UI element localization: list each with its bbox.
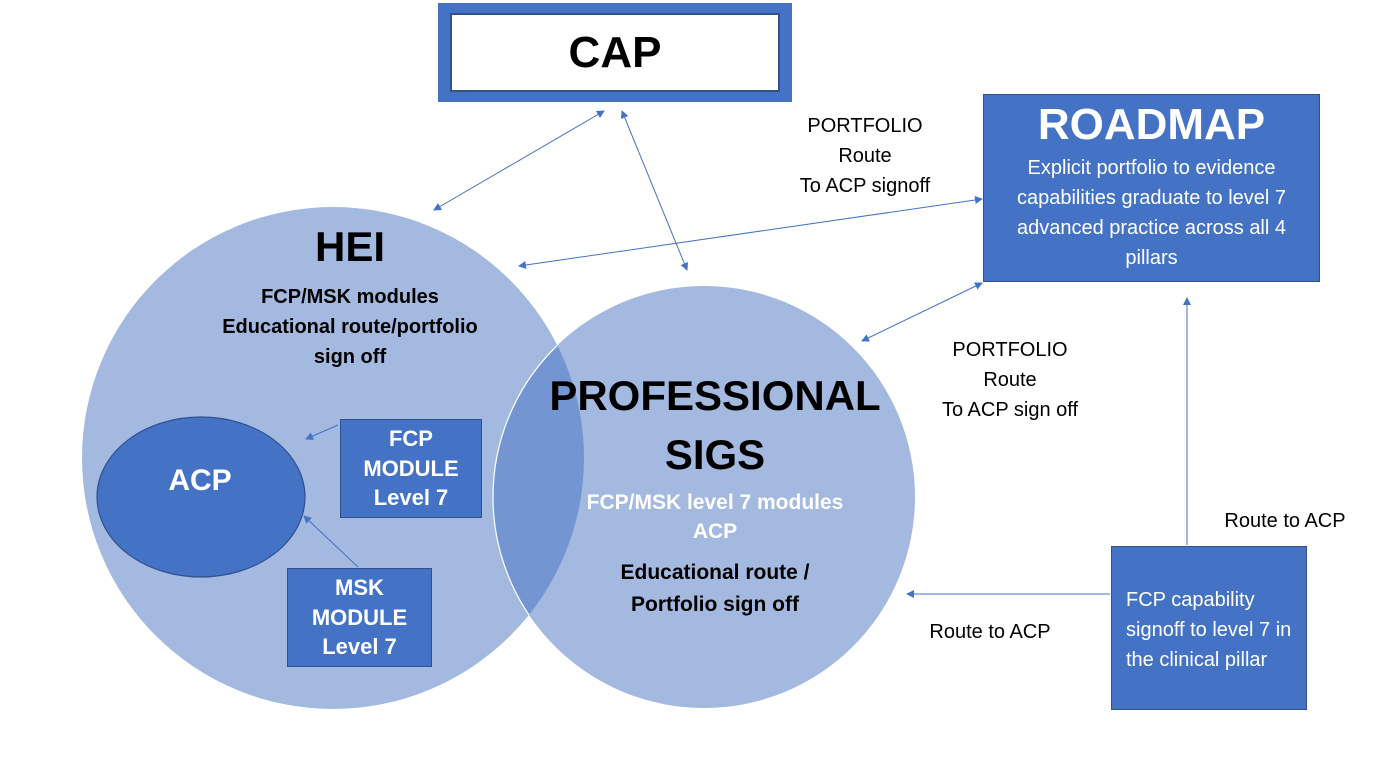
sigs-white-line2: ACP xyxy=(692,520,738,544)
arrow-fcp-module-acp xyxy=(305,424,339,440)
arrow-sigs-roadmap xyxy=(861,282,983,342)
fcp-module-box: FCP MODULE Level 7 xyxy=(340,419,482,518)
sigs-title-line2: SIGS xyxy=(664,430,766,478)
fcp-capability-box: FCP capability signoff to level 7 in the… xyxy=(1111,546,1307,710)
hei-title: HEI xyxy=(314,223,385,270)
arrow-cap-hei xyxy=(433,110,605,211)
hei-circle xyxy=(82,207,584,709)
portfolio-top-line3: To ACP signoff xyxy=(799,175,931,197)
portfolio-route-top-label: PORTFOLIO Route To ACP signoff xyxy=(780,111,950,201)
acp-ellipse xyxy=(96,416,306,578)
sigs-modules-text: FCP/MSK level 7 modules ACP xyxy=(540,488,890,547)
roadmap-box: ROADMAP Explicit portfolio to evidence c… xyxy=(983,94,1320,282)
sigs-black-line1: Educational route / xyxy=(620,561,810,584)
portfolio-mid-line3: To ACP sign off xyxy=(941,399,1078,421)
roadmap-description: Explicit portfolio to evidence capabilit… xyxy=(1016,157,1287,270)
acp-label: ACP xyxy=(168,464,232,497)
sigs-white-line1: FCP/MSK level 7 modules xyxy=(586,491,844,514)
msk-module-line2: MODULE xyxy=(311,604,408,630)
portfolio-top-line1: PORTFOLIO xyxy=(807,115,923,137)
hei-description: FCP/MSK modules Educational route/portfo… xyxy=(222,286,478,368)
fcp-capability-text: FCP capability signoff to level 7 in the… xyxy=(1126,589,1292,671)
sigs-black-line2: Portfolio sign off xyxy=(631,592,799,616)
fcp-module-line1: FCP xyxy=(388,425,433,451)
route-to-acp-bottom-label: Route to ACP xyxy=(929,621,1051,643)
sigs-title: PROFESSIONAL SIGS xyxy=(520,367,910,485)
fcp-module-line2: MODULE xyxy=(363,455,459,481)
sigs-circle xyxy=(493,286,915,708)
arrow-hei-roadmap xyxy=(518,196,983,269)
cap-box: CAP xyxy=(438,3,792,102)
sigs-title-line1: PROFESSIONAL xyxy=(549,372,881,419)
arrow-msk-module-acp xyxy=(303,515,359,568)
portfolio-top-line2: Route xyxy=(838,145,892,167)
route-to-acp-right-label: Route to ACP xyxy=(1224,510,1346,532)
portfolio-route-mid-label: PORTFOLIO Route To ACP sign off xyxy=(920,335,1100,425)
roadmap-title: ROADMAP xyxy=(1037,100,1266,149)
msk-module-line1: MSK xyxy=(335,574,384,600)
fcp-module-line3: Level 7 xyxy=(373,485,449,511)
sigs-route-text: Educational route / Portfolio sign off xyxy=(560,557,870,620)
msk-module-line3: Level 7 xyxy=(322,634,397,660)
portfolio-mid-line2: Route xyxy=(983,369,1037,391)
cap-title: CAP xyxy=(568,27,662,77)
portfolio-mid-line1: PORTFOLIO xyxy=(952,339,1068,361)
cap-inner-box: CAP xyxy=(450,13,780,92)
sigs-circle-edge xyxy=(492,285,584,709)
msk-module-box: MSK MODULE Level 7 xyxy=(287,568,432,667)
